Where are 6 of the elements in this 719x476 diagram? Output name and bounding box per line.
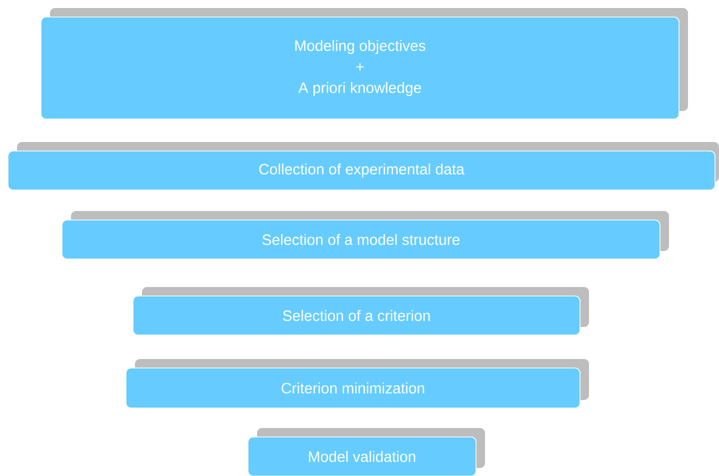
process-box: Criterion minimization: [126, 359, 589, 408]
process-box: Model validation: [248, 428, 485, 476]
process-box: Selection of a criterion: [132, 287, 589, 336]
process-box: Selection of a model structure: [62, 211, 669, 260]
process-box: Collection of experimental data: [8, 142, 719, 190]
process-box: Modeling objectives + A priori knowledge: [40, 8, 688, 120]
